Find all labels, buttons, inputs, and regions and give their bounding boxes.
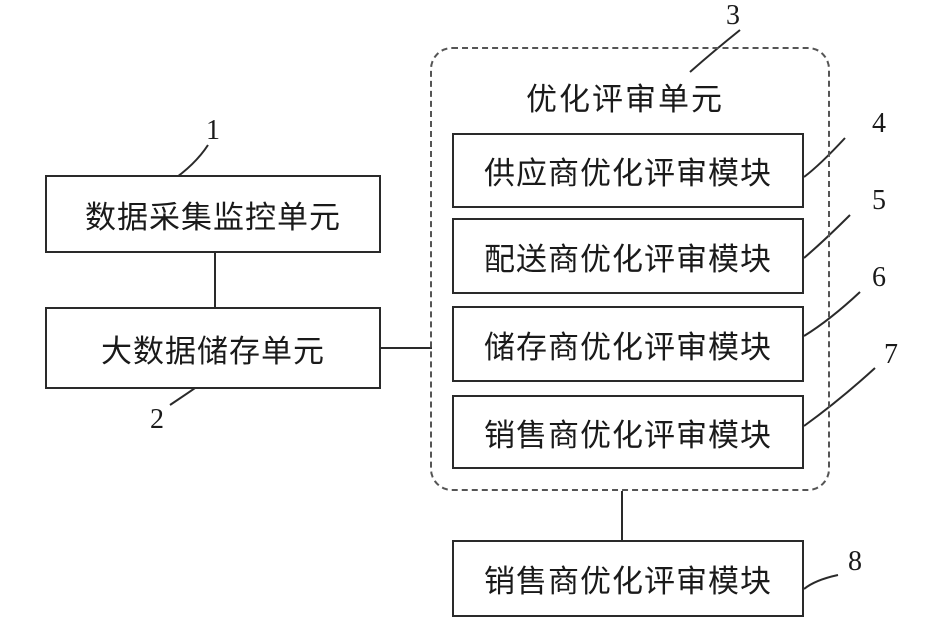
ref-number-5: 5 (872, 185, 886, 217)
data-collection-unit: 数据采集监控单元 (45, 175, 381, 253)
storage-review-module: 储存商优化评审模块 (452, 306, 804, 382)
seller-review-module: 销售商优化评审模块 (452, 395, 804, 469)
ref-number-3: 3 (726, 0, 740, 32)
ref-number-4: 4 (872, 108, 886, 140)
distributor-review-module: 配送商优化评审模块 (452, 218, 804, 294)
ref-number-2: 2 (150, 404, 164, 436)
optimization-review-title: 优化评审单元 (526, 74, 724, 119)
leader-8 (804, 575, 838, 589)
ref-number-6: 6 (872, 262, 886, 294)
big-data-storage-unit: 大数据储存单元 (45, 307, 381, 389)
ref-number-1: 1 (206, 115, 220, 147)
supplier-review-module: 供应商优化评审模块 (452, 133, 804, 208)
output-seller-review-module: 销售商优化评审模块 (452, 540, 804, 617)
ref-number-7: 7 (884, 339, 898, 371)
ref-number-8: 8 (848, 546, 862, 578)
